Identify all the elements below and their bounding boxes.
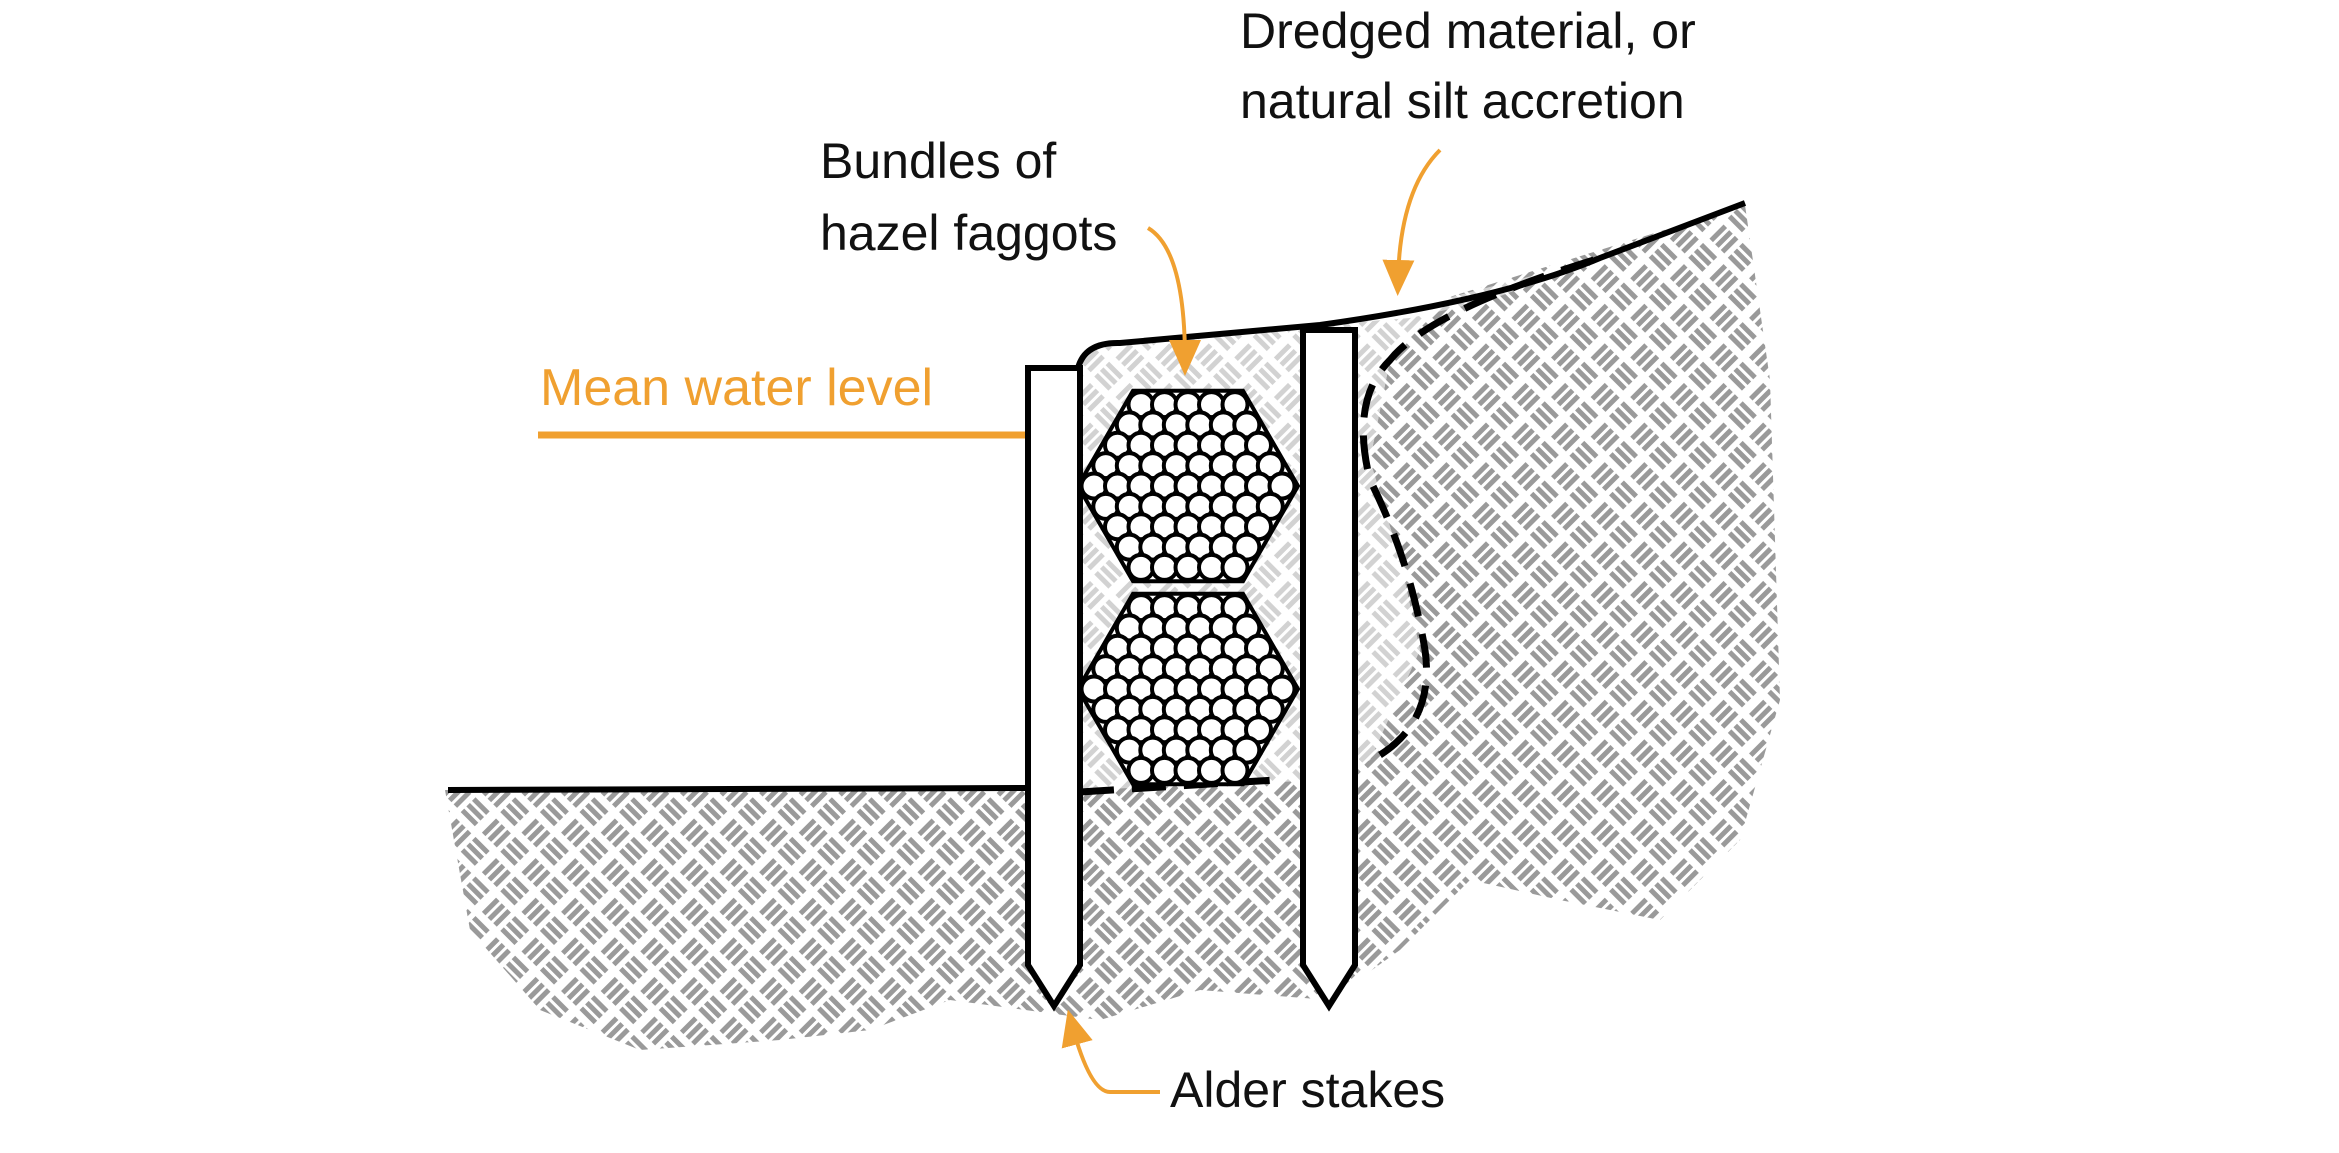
bundles-label-line1: Bundles of bbox=[820, 133, 1056, 189]
hazel-rod bbox=[1173, 552, 1203, 582]
alder-stake-back bbox=[1300, 327, 1358, 1012]
faggot-bundles bbox=[1075, 388, 1301, 787]
hazel-rod bbox=[1173, 755, 1203, 785]
faggot-bundle-upper bbox=[1075, 388, 1301, 584]
hazel-rod bbox=[1150, 755, 1179, 785]
faggot-bundle-lower bbox=[1075, 591, 1301, 787]
alder-stakes-label: Alder stakes bbox=[1170, 1062, 1445, 1118]
hazel-rod bbox=[1220, 755, 1250, 785]
dredged-label-line1: Dredged material, or bbox=[1240, 3, 1696, 59]
alder-stake-front bbox=[1025, 365, 1083, 1012]
mean-water-level-label: Mean water level bbox=[540, 359, 933, 417]
dredged-label-line2: natural silt accretion bbox=[1240, 73, 1685, 129]
hazel-rod bbox=[1126, 552, 1156, 582]
hazel-rod bbox=[1150, 552, 1179, 582]
hazel-rod bbox=[1220, 552, 1250, 582]
bundles-arrow-icon bbox=[1146, 226, 1201, 376]
riverbed-line bbox=[447, 785, 1031, 793]
hazel-rod bbox=[1197, 552, 1226, 582]
hazel-rod bbox=[1197, 755, 1226, 785]
dredged-arrow-icon bbox=[1382, 148, 1442, 296]
hazel-rod bbox=[1126, 755, 1156, 785]
bundles-label-line2: hazel faggots bbox=[820, 205, 1117, 261]
bank-top-line bbox=[1075, 200, 1747, 369]
natural-ground bbox=[445, 205, 1780, 1050]
stakes-arrow-icon bbox=[1061, 1009, 1160, 1094]
